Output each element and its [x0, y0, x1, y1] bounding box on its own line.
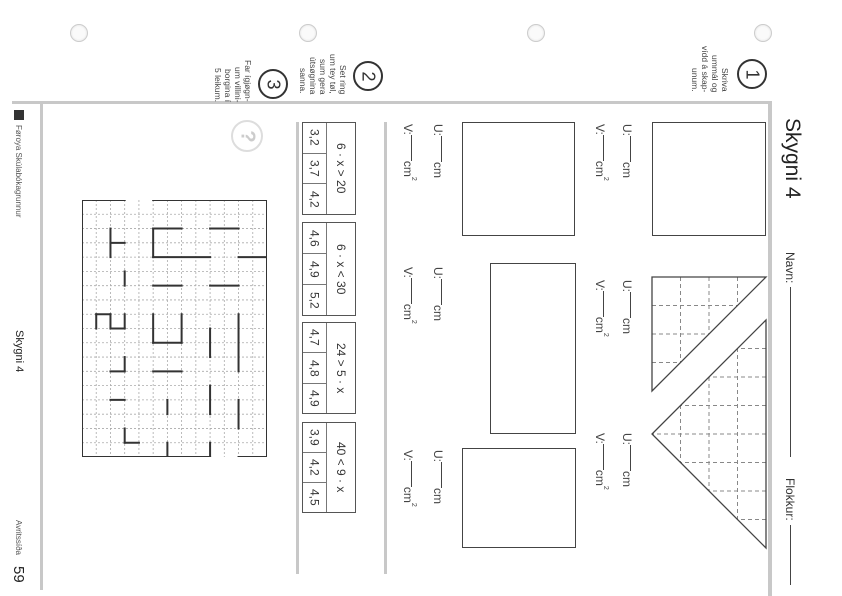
inequality-statement: 40 < 9 · x	[326, 423, 355, 512]
name-field[interactable]: Navn:	[783, 252, 797, 458]
inequality-statement: 24 > 5 · x	[326, 323, 355, 413]
task-2-number: 2	[353, 61, 383, 91]
perimeter-answer[interactable]: U:cm	[431, 124, 445, 178]
square-shape	[462, 122, 575, 236]
task-1-instruction: Skriva ummál og vídd á skap- unum.	[690, 45, 730, 92]
option-cell[interactable]: 4,7	[307, 329, 322, 346]
small-triangle	[651, 276, 768, 393]
inequality-statement: 6 · x > 20	[326, 123, 355, 214]
publisher-name: Føroya Skúlabókagrunnur	[14, 125, 23, 218]
header-divider	[768, 102, 772, 596]
perimeter-answer[interactable]: U:cm	[620, 280, 634, 334]
area-answer[interactable]: V:cm2	[593, 433, 609, 490]
section-divider	[384, 122, 387, 574]
area-answer[interactable]: V:cm2	[401, 450, 417, 507]
large-triangle	[651, 318, 767, 550]
question-mark-icon: ?	[231, 120, 263, 152]
task-3-number: 3	[258, 69, 288, 99]
punch-hole	[299, 24, 317, 42]
triangle-grids	[651, 276, 768, 550]
task-2-instruction: Set ring um tey tøl, sum gera útsøgnina …	[298, 54, 348, 94]
rectangle-shape	[462, 448, 576, 548]
punch-hole	[527, 24, 545, 42]
class-label: Flokkur:	[783, 478, 797, 521]
area-answer[interactable]: V:cm2	[593, 124, 609, 181]
area-answer[interactable]: V:cm2	[593, 280, 609, 337]
footer-divider	[40, 104, 43, 590]
area-answer[interactable]: V:cm2	[401, 124, 417, 181]
task-1-number: 1	[737, 59, 767, 89]
option-cell[interactable]: 4,6	[307, 229, 322, 247]
option-cell[interactable]: 4,2	[303, 452, 326, 482]
punch-hole	[754, 24, 772, 42]
option-cell[interactable]: 4,9	[303, 253, 326, 284]
page-title: Skygni 4	[781, 118, 804, 199]
option-cell[interactable]: 4,9	[303, 382, 326, 413]
publisher-logo	[14, 110, 24, 120]
option-cell[interactable]: 4,5	[303, 482, 326, 512]
rectangle-shape	[490, 263, 576, 434]
class-field[interactable]: Flokkur:	[783, 478, 797, 585]
option-cell[interactable]: 4,2	[303, 183, 326, 214]
option-cell[interactable]: 3,9	[307, 429, 322, 446]
option-cell[interactable]: 3,2	[307, 129, 322, 147]
page-number: 59	[10, 566, 27, 583]
copy-page-label: Avritssíða	[14, 520, 23, 555]
maze	[82, 200, 267, 457]
option-cell[interactable]: 4,8	[303, 352, 326, 382]
perimeter-answer[interactable]: U:cm	[431, 450, 445, 504]
perimeter-answer[interactable]: U:cm	[620, 433, 634, 487]
perimeter-answer[interactable]: U:cm	[620, 124, 634, 178]
section-divider	[296, 122, 299, 574]
area-answer[interactable]: V:cm2	[401, 267, 417, 324]
name-label: Navn:	[783, 252, 797, 284]
punch-hole	[70, 24, 88, 42]
book-title: Skygni 4	[13, 330, 25, 373]
inequality-statement: 6 · x < 30	[326, 223, 355, 315]
square-shape	[652, 122, 766, 236]
option-cell[interactable]: 5,2	[303, 284, 326, 315]
task-3-instruction: Far ígjøgn- um villini- borgina í 5 leik…	[213, 60, 253, 102]
option-cell[interactable]: 3,7	[303, 152, 326, 184]
perimeter-answer[interactable]: U:cm	[431, 267, 445, 321]
top-divider	[12, 101, 772, 104]
